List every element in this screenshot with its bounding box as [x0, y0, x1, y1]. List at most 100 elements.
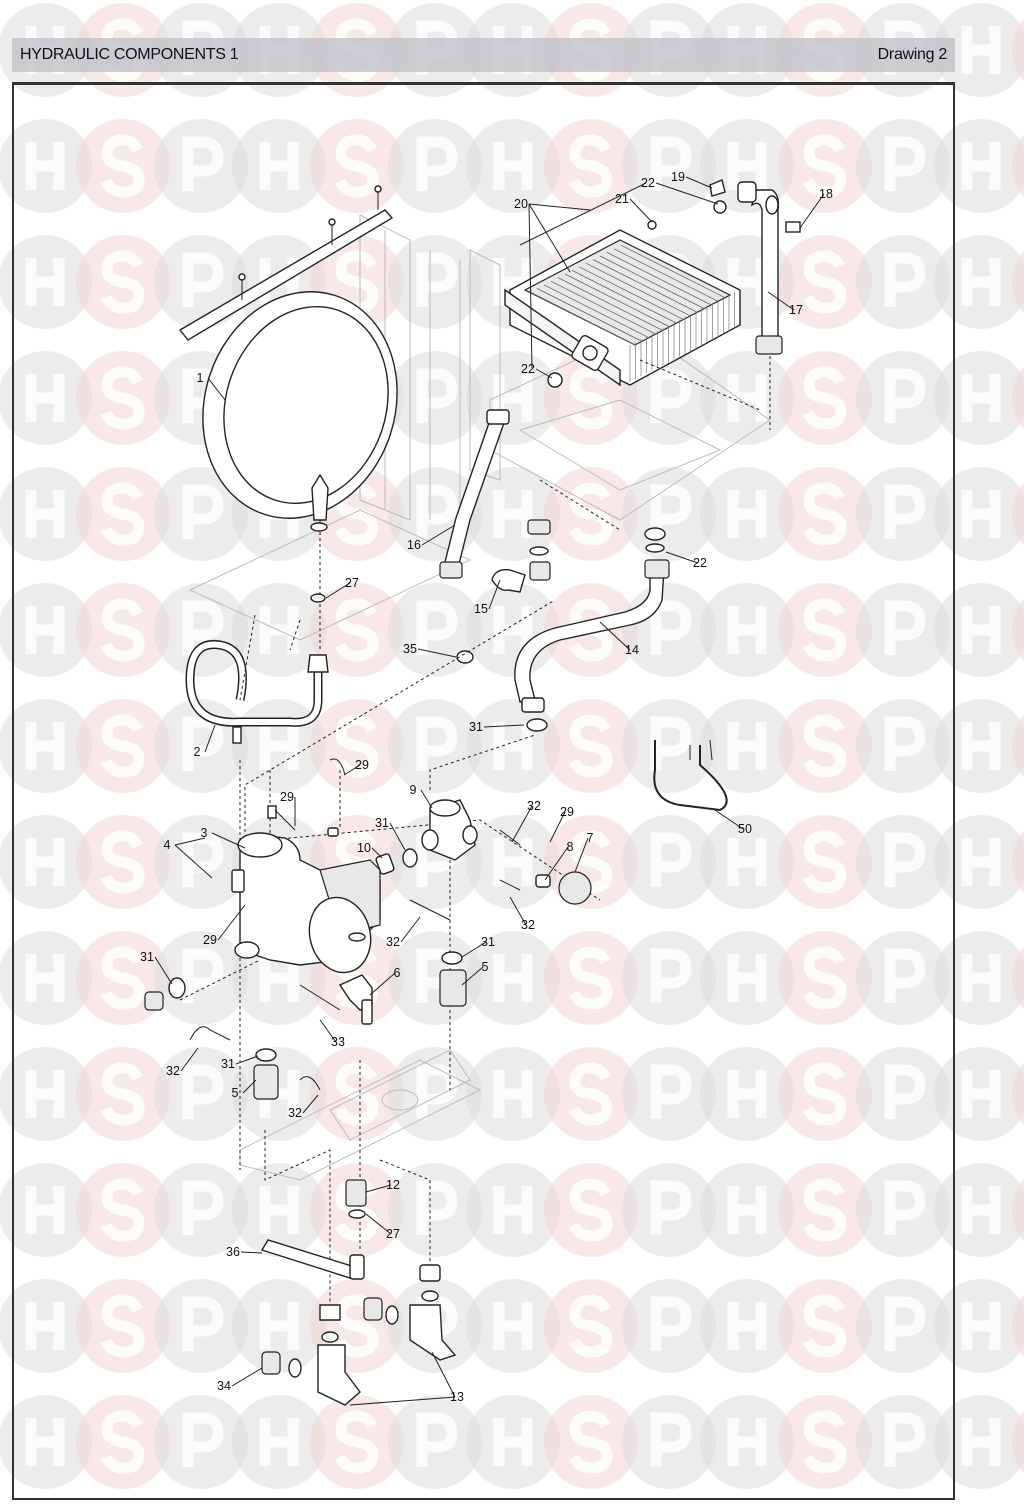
- watermark-glyph: [727, 1186, 767, 1234]
- part-callout-32[interactable]: 32: [527, 799, 541, 813]
- part-callout-27[interactable]: 27: [386, 1227, 400, 1241]
- part-callout-18[interactable]: 18: [819, 187, 833, 201]
- watermark-glyph: [493, 1070, 533, 1118]
- part-callout-12[interactable]: 12: [386, 1178, 400, 1192]
- part-callout-35[interactable]: 35: [403, 642, 417, 656]
- leader-line: [549, 811, 566, 843]
- part-callout-7[interactable]: 7: [587, 831, 594, 845]
- watermark-glyph: [650, 1064, 692, 1119]
- part-callout-22[interactable]: 22: [641, 176, 655, 190]
- watermark-glyph: [100, 482, 145, 546]
- leader-line: [343, 764, 361, 776]
- leader-line: [488, 579, 501, 610]
- elbow-connector: [491, 519, 551, 593]
- part-callout-27[interactable]: 27: [345, 576, 359, 590]
- part-callout-1[interactable]: 1: [197, 371, 204, 385]
- watermark-glyph: [334, 1410, 379, 1474]
- part-callout-2[interactable]: 2: [194, 745, 201, 759]
- leader-line: [461, 966, 484, 986]
- part-callout-10[interactable]: 10: [357, 841, 371, 855]
- part-callout-31[interactable]: 31: [221, 1057, 235, 1071]
- part-callout-32[interactable]: 32: [386, 935, 400, 949]
- part-callout-32[interactable]: 32: [166, 1064, 180, 1078]
- part-callout-14[interactable]: 14: [625, 643, 639, 657]
- watermark-glyph: [25, 606, 65, 654]
- watermark-glyph: [884, 948, 926, 1003]
- heat-exchanger-fin: [536, 288, 643, 342]
- watermark-glyph: [727, 606, 767, 654]
- watermark-glyph: [182, 600, 224, 655]
- part-callout-3[interactable]: 3: [201, 826, 208, 840]
- part-callout-17[interactable]: 17: [789, 303, 803, 317]
- part-callout-21[interactable]: 21: [615, 192, 629, 206]
- part-callout-22[interactable]: 22: [693, 556, 707, 570]
- watermark-glyph: [884, 1180, 926, 1235]
- leader-line: [302, 1094, 319, 1114]
- part-callout-20[interactable]: 20: [514, 197, 528, 211]
- part-callout-13[interactable]: 13: [450, 1390, 464, 1404]
- watermark-glyph: [568, 482, 613, 546]
- leader-line: [665, 551, 699, 564]
- service-valves: [260, 1179, 457, 1406]
- watermark-glyph: [961, 722, 1001, 770]
- leader-line: [240, 1251, 263, 1254]
- leader-line: [421, 524, 456, 546]
- part-callout-4[interactable]: 4: [164, 838, 171, 852]
- part-callout-32[interactable]: 32: [521, 918, 535, 932]
- watermark-glyph: [334, 1062, 379, 1126]
- pump: [231, 805, 381, 974]
- part-callout-36[interactable]: 36: [226, 1245, 240, 1259]
- part-callout-29[interactable]: 29: [355, 758, 369, 772]
- watermark-glyph: [493, 1302, 533, 1350]
- return-pipe: [439, 372, 563, 579]
- leader-line: [574, 837, 589, 873]
- watermark-glyph: [650, 1296, 692, 1351]
- part-callout-31[interactable]: 31: [481, 935, 495, 949]
- heat-exchanger-fin: [550, 280, 657, 335]
- watermark-glyph: [727, 1302, 767, 1350]
- watermark-glyph: [334, 598, 379, 662]
- watermark-glyph: [961, 838, 1001, 886]
- part-callout-6[interactable]: 6: [394, 966, 401, 980]
- leader-line: [528, 203, 591, 211]
- part-callout-34[interactable]: 34: [217, 1379, 231, 1393]
- watermark-glyph: [961, 1302, 1001, 1350]
- part-callout-22[interactable]: 22: [521, 362, 535, 376]
- part-callout-16[interactable]: 16: [407, 538, 421, 552]
- watermark-glyph: [182, 1412, 224, 1467]
- watermark-glyph: [884, 1064, 926, 1119]
- part-callout-9[interactable]: 9: [410, 783, 417, 797]
- watermark-circle: [1012, 18, 1024, 82]
- part-callout-29[interactable]: 29: [280, 790, 294, 804]
- part-callout-50[interactable]: 50: [738, 822, 752, 836]
- leader-line: [431, 1351, 456, 1398]
- part-callout-5[interactable]: 5: [232, 1086, 239, 1100]
- watermark-glyph: [961, 606, 1001, 654]
- part-callout-32[interactable]: 32: [288, 1106, 302, 1120]
- part-callout-15[interactable]: 15: [474, 602, 488, 616]
- watermark-circle: [1012, 366, 1024, 430]
- part-callout-8[interactable]: 8: [567, 840, 574, 854]
- part-callout-31[interactable]: 31: [375, 816, 389, 830]
- part-callout-31[interactable]: 31: [140, 950, 154, 964]
- part-callout-29[interactable]: 29: [560, 805, 574, 819]
- part-callout-31[interactable]: 31: [469, 720, 483, 734]
- watermark-glyph: [884, 1412, 926, 1467]
- watermark-glyph: [416, 1296, 458, 1351]
- part-callout-19[interactable]: 19: [671, 170, 685, 184]
- watermark-glyph: [25, 374, 65, 422]
- watermark-glyph: [25, 1070, 65, 1118]
- part-callout-29[interactable]: 29: [203, 933, 217, 947]
- leader-line: [180, 1047, 199, 1072]
- watermark-glyph: [802, 366, 847, 430]
- watermark-glyph: [182, 1064, 224, 1119]
- expansion-vessel: [202, 291, 398, 650]
- part-callout-5[interactable]: 5: [482, 960, 489, 974]
- watermark-glyph: [961, 1070, 1001, 1118]
- watermark-glyph: [100, 1410, 145, 1474]
- watermark-glyph: [416, 484, 458, 539]
- watermark-glyph: [884, 252, 926, 307]
- part-callout-33[interactable]: 33: [331, 1035, 345, 1049]
- watermark-glyph: [802, 1178, 847, 1242]
- watermark-glyph: [259, 142, 299, 190]
